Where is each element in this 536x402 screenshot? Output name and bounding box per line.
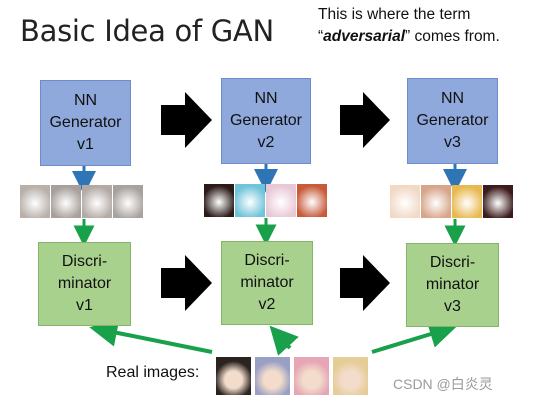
generated-image (452, 185, 482, 218)
real-to-dis-3 (371, 320, 458, 354)
generated-image (390, 185, 420, 218)
note-line-1: This is where the term (318, 6, 471, 23)
generated-image (235, 184, 265, 217)
black-arrow-gen-1-2 (161, 92, 212, 148)
generated-image (421, 185, 451, 218)
generated-image (51, 185, 81, 218)
adversarial-term: adversarial (323, 28, 406, 45)
real-to-dis-1 (89, 319, 213, 354)
adversarial-note: This is where the term “adversarial” com… (318, 4, 500, 48)
generated-image (266, 184, 296, 217)
black-arrow-gen-2-3 (340, 92, 390, 148)
black-arrow-dis-2-3 (340, 255, 390, 311)
watermark: CSDN @白炎灵 (393, 376, 493, 392)
real-image (294, 357, 329, 395)
real-images-label: Real images: (106, 364, 200, 381)
generated-samples-v1 (20, 185, 143, 218)
generated-image (297, 184, 327, 217)
generated-image (113, 185, 143, 218)
real-images (216, 357, 368, 395)
generated-samples-v3 (390, 185, 513, 218)
generated-image (82, 185, 112, 218)
generated-image (483, 185, 513, 218)
generated-image (204, 184, 234, 217)
real-image (255, 357, 290, 395)
black-arrow-dis-1-2 (161, 255, 212, 311)
generated-samples-v2 (204, 184, 327, 217)
generated-image (20, 185, 50, 218)
note-line-2: “adversarial” comes from. (318, 28, 500, 45)
real-image (216, 357, 251, 395)
real-image (333, 357, 368, 395)
real-to-dis-2 (269, 325, 299, 356)
page-title: Basic Idea of GAN (20, 14, 274, 48)
